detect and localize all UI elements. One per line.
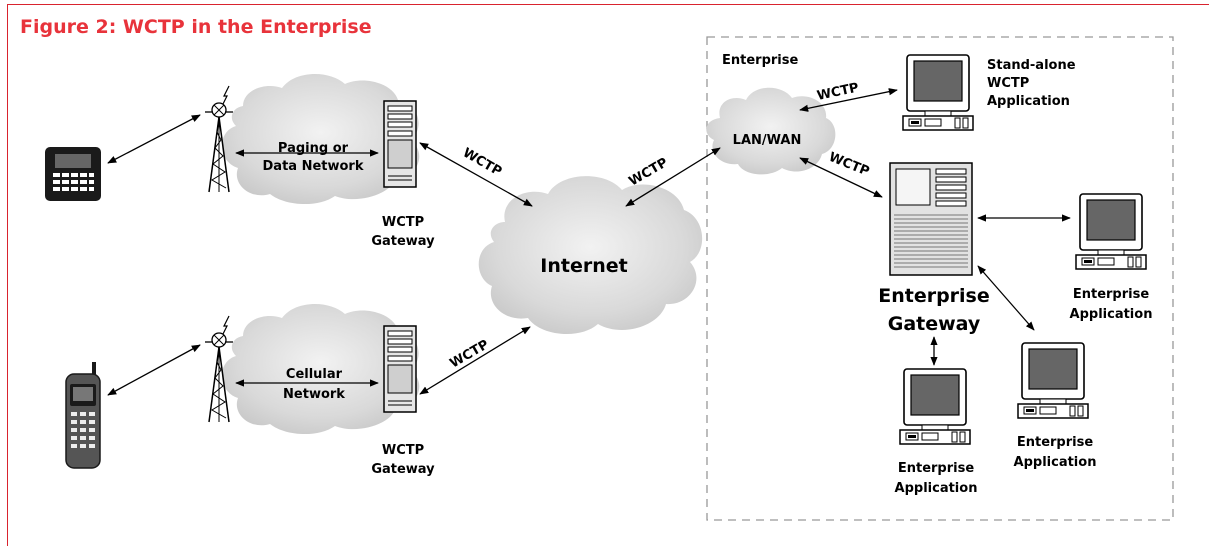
internet-label: Internet <box>540 255 627 277</box>
enterprise-boundary <box>706 36 1174 521</box>
enterprise-app-right-label: Application <box>1070 307 1153 322</box>
link-lan-standalone <box>799 88 898 112</box>
desktop-computer-icon <box>1017 342 1089 419</box>
enterprise-app-bottom-label: Enterprise <box>898 461 974 476</box>
wctp-label: WCTP <box>627 155 671 189</box>
connectors <box>107 88 1071 396</box>
standalone-app-label: Application <box>987 94 1070 109</box>
enterprise-app-middle-label: Application <box>1014 455 1097 470</box>
cellular-network-label: Network <box>283 387 345 402</box>
wctp-label: WCTP <box>816 80 860 103</box>
desktop-computer-icon <box>902 54 974 131</box>
desktop-computer-icon <box>899 368 971 445</box>
enterprise-gateway-icon <box>889 162 973 276</box>
gateway-bottom-label: Gateway <box>371 462 435 477</box>
link-lan-gateway <box>799 157 883 198</box>
link-gateway-app-middle <box>977 265 1035 331</box>
cellphone-icon <box>65 362 101 469</box>
gateway-bottom-label: WCTP <box>382 443 424 458</box>
enterprise-app-bottom-label: Application <box>895 481 978 496</box>
wctp-label: WCTP <box>827 150 872 180</box>
enterprise-app-right-label: Enterprise <box>1073 287 1149 302</box>
server-icon <box>383 100 417 188</box>
cloud-icon <box>706 87 836 175</box>
cellular-network-label: Cellular <box>286 367 343 382</box>
enterprise-app-middle-label: Enterprise <box>1017 435 1093 450</box>
cloud-icon <box>221 303 420 435</box>
cloud-icon <box>478 176 703 335</box>
cloud-icon <box>221 73 420 205</box>
paging-network-label: Data Network <box>263 159 364 174</box>
lanwan-label: LAN/WAN <box>733 133 802 148</box>
standalone-app-label: Stand-alone <box>987 58 1076 73</box>
link-gw-bottom-internet <box>419 326 531 395</box>
standalone-app-label: WCTP <box>987 76 1029 91</box>
enterprise-gateway-label: Gateway <box>888 313 981 335</box>
desktop-computer-icon <box>1075 193 1147 270</box>
paging-network-label: Paging or <box>278 141 349 156</box>
wctp-label: WCTP <box>460 145 504 179</box>
pager-icon <box>45 147 101 201</box>
server-icon <box>383 325 417 413</box>
enterprise-gateway-label: Enterprise <box>878 285 990 307</box>
link-phone-tower <box>107 344 201 396</box>
gateway-top-label: Gateway <box>371 234 435 249</box>
link-pager-tower <box>107 114 201 164</box>
link-internet-lan <box>625 147 721 207</box>
enterprise-label: Enterprise <box>722 53 798 68</box>
figure-title: Figure 2: WCTP in the Enterprise <box>20 16 372 38</box>
gateway-top-label: WCTP <box>382 215 424 230</box>
link-gw-top-internet <box>419 142 533 207</box>
figure-frame <box>7 4 1209 546</box>
